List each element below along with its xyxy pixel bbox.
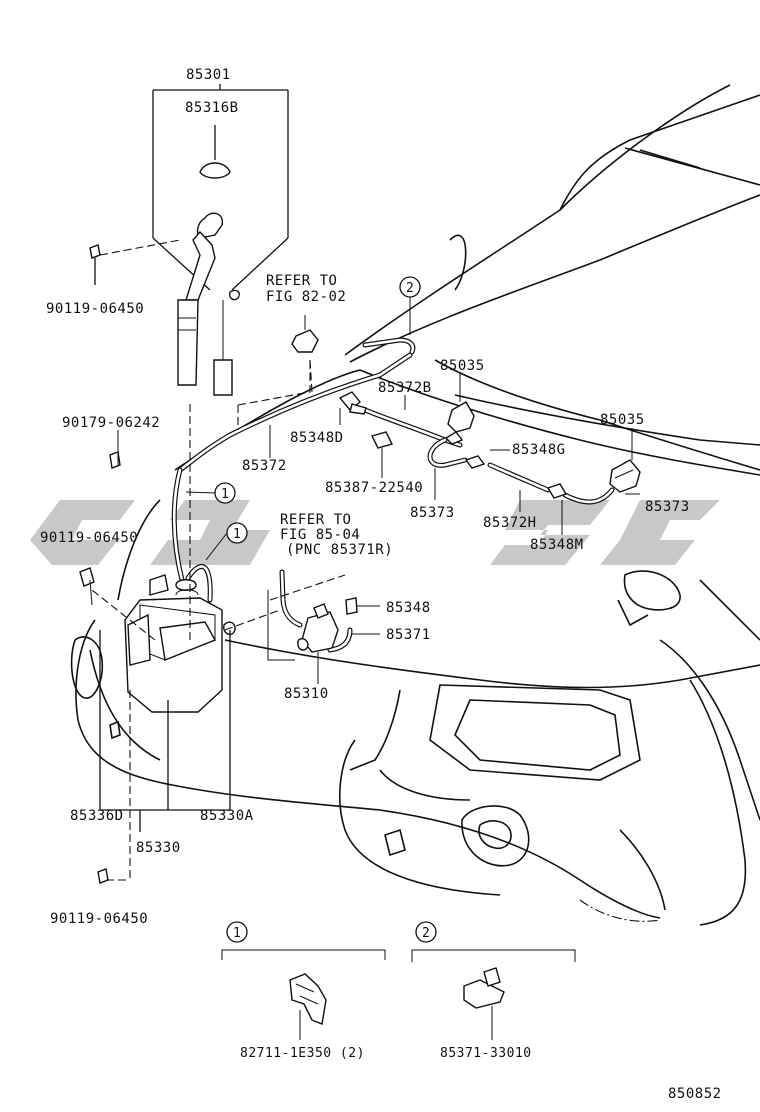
figure-id: 850852 [668, 1086, 722, 1102]
label-85348: 85348 [386, 600, 431, 616]
label-85336d: 85336D [70, 808, 124, 824]
label-85373-left: 85373 [410, 505, 455, 521]
callout-1-lower-text: 1 [233, 527, 241, 542]
label-85387: 85387-22540 [325, 480, 423, 496]
detail-2-number: 2 [422, 926, 430, 941]
vehicle-outline [70, 84, 760, 926]
label-85372h: 85372H [483, 515, 537, 531]
label-85035-right: 85035 [600, 412, 645, 428]
label-85372: 85372 [242, 458, 287, 474]
label-85348d: 85348D [290, 430, 344, 446]
refer-82-02-line2: FIG 82-02 [266, 289, 346, 305]
washer-hoses [171, 337, 615, 653]
callout-circles: 1 1 2 [185, 276, 421, 561]
label-85330: 85330 [136, 840, 181, 856]
label-85316b: 85316B [185, 100, 239, 116]
callout-1-upper-text: 1 [221, 487, 229, 502]
refer-85-04-line1: REFER TO [280, 512, 351, 528]
detail-box-2: 2 85371-33010 [411, 921, 576, 1061]
label-90119-mid: 90119-06450 [40, 530, 138, 546]
washer-tank-85330 [79, 400, 281, 884]
refer-85-04-line2: FIG 85-04 [280, 527, 360, 543]
label-85371: 85371 [386, 627, 431, 643]
callout-2-text: 2 [406, 281, 414, 296]
label-90119-bottom: 90119-06450 [50, 911, 148, 927]
detail-1-circle [226, 921, 248, 943]
detail-1-number: 1 [233, 926, 241, 941]
label-85348m: 85348M [530, 537, 584, 553]
label-85301: 85301 [186, 67, 231, 83]
label-85310: 85310 [284, 686, 329, 702]
label-85035-left: 85035 [440, 358, 485, 374]
connectors-and-nozzles [237, 315, 641, 661]
label-85373-right: 85373 [645, 499, 690, 515]
filler-assembly-85301 [89, 84, 289, 396]
refer-85-04-line3: (PNC 85371R) [286, 542, 393, 558]
label-85330a: 85330A [200, 808, 254, 824]
leader-lines [117, 372, 640, 684]
label-90119-top: 90119-06450 [46, 301, 144, 317]
detail-1-part: 82711-1E350 (2) [240, 1046, 365, 1061]
refer-note-82-02: REFER TO FIG 82-02 [266, 273, 346, 305]
detail-2-circle [415, 921, 437, 943]
label-85372b: 85372B [378, 380, 432, 396]
refer-note-85-04: REFER TO FIG 85-04 (PNC 85371R) [280, 512, 393, 558]
refer-82-02-line1: REFER TO [266, 273, 337, 289]
label-85348g: 85348G [512, 442, 566, 458]
watermark [30, 500, 720, 565]
label-90179: 90179-06242 [62, 415, 160, 431]
detail-box-1: 1 82711-1E350 (2) [221, 921, 386, 1061]
detail-2-part: 85371-33010 [440, 1046, 532, 1061]
part-labels: 85301 85316B 90119-06450 90179-06242 901… [40, 67, 690, 927]
